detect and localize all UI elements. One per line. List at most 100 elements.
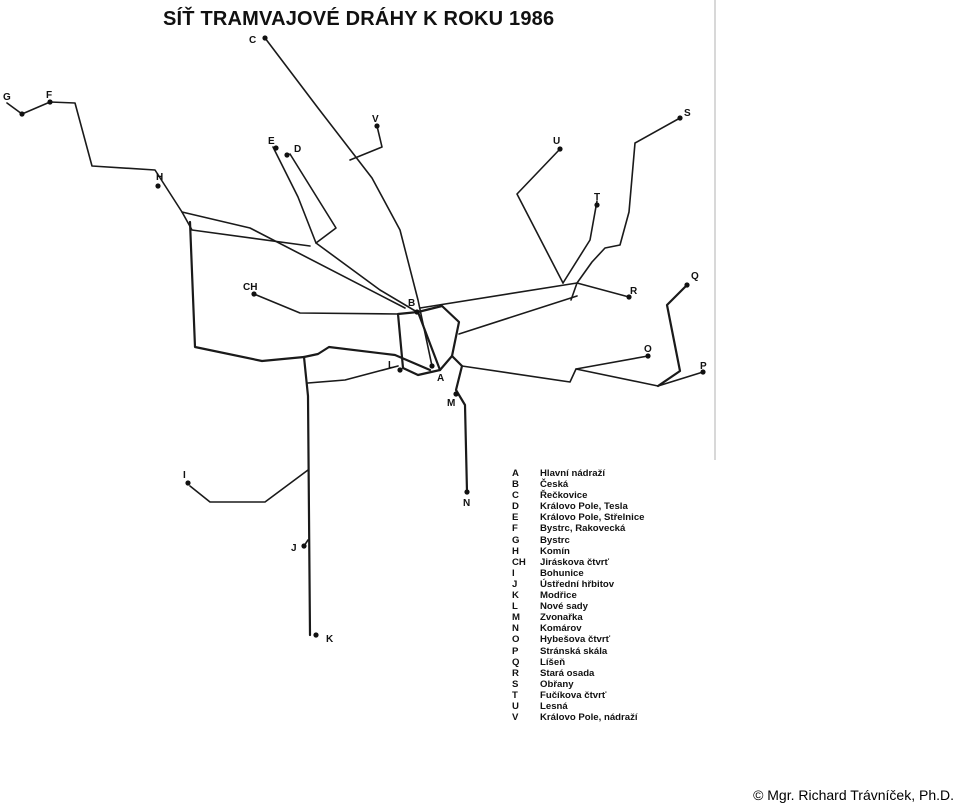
track-south-m-n — [450, 354, 469, 494]
stop-label-n: N — [463, 498, 470, 509]
legend-name: Stará osada — [540, 667, 595, 679]
legend-code: A — [512, 468, 519, 479]
stop-marker-s — [677, 115, 683, 121]
legend-name: Komín — [540, 545, 570, 557]
stop-marker-j — [301, 543, 307, 549]
legend-code: O — [512, 634, 520, 646]
stop-label-c: C — [249, 35, 256, 46]
stop-marker-o — [645, 353, 651, 359]
legend-code: R — [512, 667, 519, 679]
legend-code: L — [512, 601, 518, 613]
stop-marker-u — [557, 146, 563, 152]
legend-name: Líšeň — [540, 656, 566, 668]
stop-marker-d — [284, 152, 290, 158]
legend-code: S — [512, 678, 519, 690]
track-b-a-direct — [416, 310, 442, 372]
legend-code: B — [512, 479, 519, 491]
legend-code: H — [512, 545, 519, 557]
stop-label-t: T — [594, 192, 600, 203]
stop-label-f: F — [46, 90, 52, 101]
track-komin-link — [181, 211, 406, 309]
track-east-q — [656, 283, 689, 388]
stop-marker-ch — [251, 291, 257, 297]
legend-name: Jiráskova čtvrť — [540, 556, 610, 568]
legend-item-l: L Nové sady — [512, 601, 645, 612]
legend-name: Modřice — [540, 590, 577, 602]
stop-marker-p — [700, 369, 706, 375]
stop-marker-a — [429, 363, 435, 369]
track-west-bystrc — [6, 101, 311, 247]
stop-label-r: R — [630, 286, 638, 297]
track-l-link — [307, 365, 399, 384]
stop-label-d: D — [294, 144, 301, 155]
stop-label-g: G — [3, 92, 11, 103]
legend-item-u: U Lesná — [512, 701, 645, 712]
legend-code: D — [512, 501, 519, 513]
copyright-notice: © Mgr. Richard Trávníček, Ph.D. — [753, 787, 954, 803]
legend-name: Hlavní nádraží — [540, 468, 606, 479]
track-b-connector — [315, 242, 418, 313]
legend-name: Bohunice — [540, 567, 584, 579]
legend-item-q: Q Líšeň — [512, 657, 645, 668]
legend-item-e: E Královo Pole, Střelnice — [512, 512, 645, 523]
stop-marker-h — [155, 183, 161, 189]
legend-item-b: B Česká — [512, 479, 645, 490]
stop-marker-t — [594, 202, 600, 208]
track-north-t — [562, 200, 598, 284]
stop-label-s: S — [684, 108, 691, 119]
track-i-bohunice — [189, 469, 309, 503]
legend-code: N — [512, 623, 519, 635]
stop-label-p: P — [700, 361, 707, 372]
track-east-r2 — [458, 295, 578, 335]
track-north-u — [516, 148, 564, 284]
map-title: SÍŤ TRAMVAJOVÉ DRÁHY K ROKU 1986 — [163, 8, 555, 30]
legend-code: U — [512, 700, 519, 712]
track-east-o — [461, 355, 649, 383]
stop-label-l: L — [388, 360, 394, 371]
stop-label-ch: CH — [243, 282, 257, 293]
legend-name: Česká — [540, 479, 569, 491]
legend-name: Bystrc — [540, 534, 570, 546]
legend-name: Bystrc, Rakovecká — [540, 523, 626, 535]
stop-label-v: V — [372, 114, 379, 125]
stop-label-q: Q — [691, 271, 699, 282]
legend-item-i: I Bohunice — [512, 568, 645, 579]
stop-marker-n — [464, 489, 470, 495]
stop-marker-c — [262, 35, 268, 41]
legend-code: G — [512, 534, 520, 546]
legend-name: Fučíkova čtvrť — [540, 689, 607, 701]
legend-name: Nové sady — [540, 601, 588, 613]
stop-label-j: J — [291, 543, 297, 554]
stop-label-b: B — [408, 298, 415, 309]
legend-code: E — [512, 512, 519, 524]
tram-lines — [6, 37, 704, 637]
legend-item-g: G Bystrc — [512, 535, 645, 546]
stop-marker-g — [19, 111, 25, 117]
legend-code: P — [512, 645, 519, 657]
stop-label-i: I — [183, 470, 186, 481]
legend-name: Lesná — [540, 700, 568, 712]
stop-label-h: H — [156, 172, 163, 183]
track-north-s — [570, 117, 681, 301]
stop-label-a: A — [437, 373, 444, 384]
legend-code: V — [512, 712, 519, 724]
legend-name: Ústřední hřbitov — [540, 578, 615, 590]
stop-marker-l — [397, 367, 403, 373]
track-ch — [253, 293, 399, 315]
stop-marker-q — [684, 282, 690, 288]
legend-code: I — [512, 567, 515, 579]
legend-name: Královo Pole, Střelnice — [540, 512, 645, 524]
legend-code: Q — [512, 656, 520, 668]
track-c-reckovice — [264, 37, 433, 367]
